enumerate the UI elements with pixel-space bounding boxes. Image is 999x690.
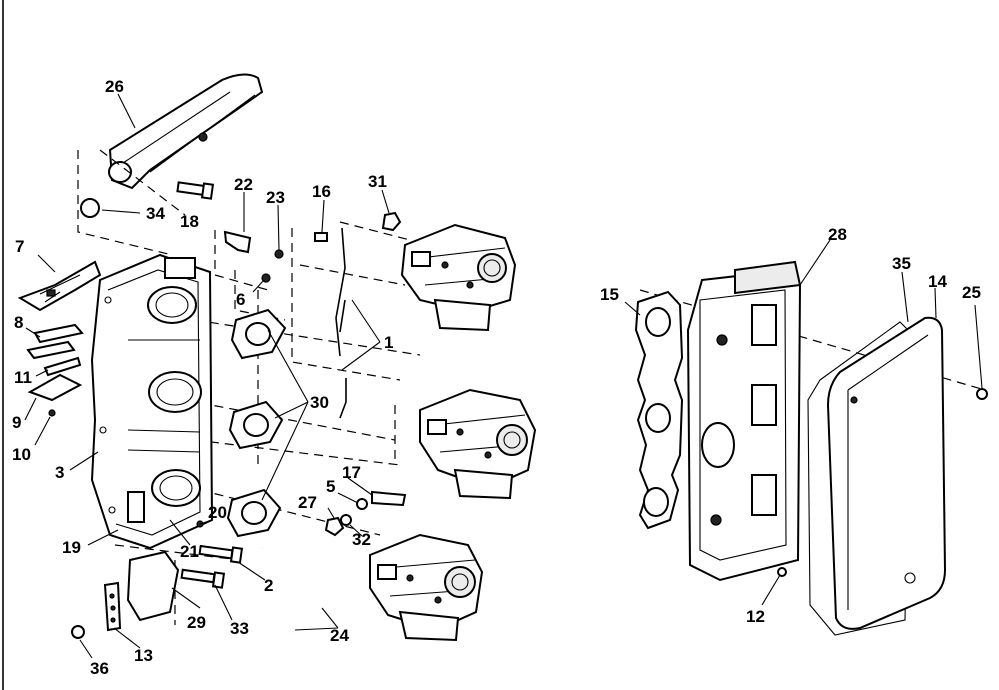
- callout-19: 19: [62, 538, 81, 557]
- callout-33: 33: [230, 619, 249, 638]
- carburetor-top: [400, 223, 517, 332]
- part-5-washer: [356, 498, 368, 510]
- part-2-bolt: [198, 544, 244, 564]
- callout-26: 26: [105, 77, 124, 96]
- callout-14: 14: [928, 272, 947, 291]
- callout-7: 7: [15, 237, 24, 256]
- part-33-bolt: [180, 568, 226, 589]
- callout-18: 18: [180, 212, 199, 231]
- callout-8: 8: [14, 313, 23, 332]
- callout-13: 13: [134, 646, 153, 665]
- callout-36: 36: [90, 659, 109, 678]
- callout-11: 11: [14, 368, 32, 387]
- part-36-screw: [71, 625, 85, 639]
- part-18-bolt: [176, 181, 215, 200]
- callout-29: 29: [187, 613, 206, 632]
- callout-2: 2: [264, 576, 273, 595]
- callout-labels: 26 34 18 22 23 16 31 7 6 8 1 11 30 9 10 …: [12, 77, 981, 678]
- callout-28: 28: [828, 225, 847, 244]
- part-34-plug: [80, 198, 100, 218]
- callout-15: 15: [600, 285, 619, 304]
- callout-35: 35: [892, 254, 911, 273]
- callout-30: 30: [310, 393, 329, 412]
- callout-32: 32: [352, 530, 371, 549]
- callout-31: 31: [368, 172, 387, 191]
- callout-9: 9: [12, 413, 21, 432]
- callout-27: 27: [298, 493, 317, 512]
- part-27-nut: [324, 516, 345, 537]
- part-31-nut: [381, 211, 402, 232]
- part-30-gaskets: [226, 308, 287, 538]
- callout-6: 6: [236, 290, 245, 309]
- callout-22: 22: [234, 175, 253, 194]
- part-1-linkage: [314, 227, 347, 419]
- carburetor-bottom: [369, 533, 484, 642]
- part-8-reed: [26, 323, 84, 360]
- part-26-bracket: [108, 73, 264, 190]
- callout-3: 3: [55, 463, 64, 482]
- part-28-housing: [686, 260, 802, 582]
- callout-21: 21: [180, 542, 199, 561]
- carburetor-middle: [419, 388, 537, 500]
- part-12-screw: [777, 567, 787, 577]
- leader-lines: [24, 93, 983, 659]
- callout-34: 34: [146, 204, 165, 223]
- part-10-screw: [48, 409, 56, 417]
- part-25-screw: [976, 388, 988, 400]
- callout-23: 23: [266, 188, 285, 207]
- callout-16: 16: [312, 182, 331, 201]
- part-11-reed-stop: [43, 356, 82, 377]
- part-35-gasket: [807, 321, 911, 636]
- part-29-bracket: [126, 550, 180, 622]
- callout-1: 1: [384, 333, 393, 352]
- callout-12: 12: [746, 607, 765, 626]
- callout-25: 25: [962, 283, 981, 302]
- callout-24: 24: [330, 626, 349, 645]
- callout-20: 20: [208, 503, 227, 522]
- part-3-manifold-plate: [90, 253, 214, 550]
- callout-5: 5: [326, 477, 335, 496]
- part-23-screw: [274, 249, 284, 259]
- part-15-gasket: [634, 290, 684, 530]
- part-7-reed-cover: [17, 260, 102, 312]
- part-17-link: [371, 490, 407, 507]
- part-22-clip: [223, 230, 252, 254]
- part-14-cover: [826, 316, 947, 630]
- part-9-reed-plate: [27, 373, 83, 402]
- callout-10: 10: [12, 445, 31, 464]
- callout-17: 17: [342, 463, 361, 482]
- part-32-washer: [340, 514, 352, 526]
